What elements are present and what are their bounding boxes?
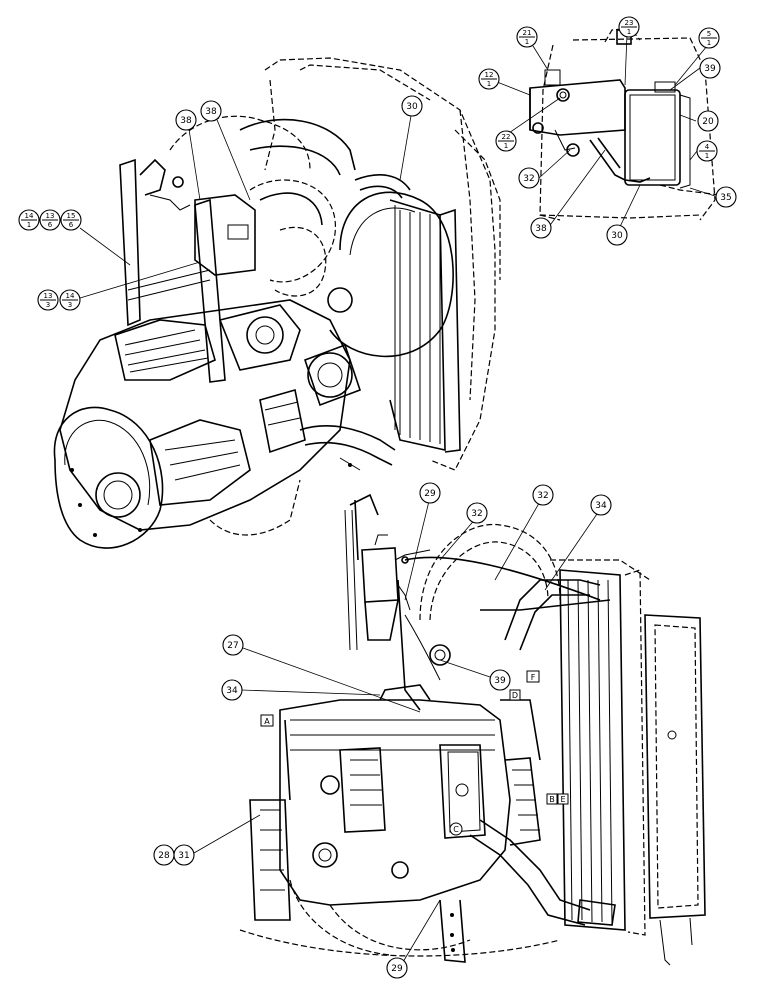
svg-text:1: 1 bbox=[27, 221, 31, 229]
svg-text:38: 38 bbox=[535, 224, 547, 234]
svg-text:1: 1 bbox=[487, 80, 491, 88]
callout-12: 12 1 bbox=[478, 68, 500, 90]
svg-text:32: 32 bbox=[537, 491, 548, 501]
svg-text:3: 3 bbox=[68, 301, 72, 309]
callout-32-inset: 32 bbox=[518, 167, 540, 189]
box-label-c: C bbox=[449, 822, 463, 836]
svg-text:28: 28 bbox=[158, 851, 170, 861]
callout-13-6: 13 6 bbox=[39, 209, 61, 231]
box-label-b-text: B bbox=[549, 795, 555, 804]
svg-text:12: 12 bbox=[485, 71, 494, 79]
svg-text:39: 39 bbox=[704, 64, 716, 74]
svg-text:38: 38 bbox=[180, 116, 192, 126]
svg-text:38: 38 bbox=[205, 107, 217, 117]
box-label-d: D bbox=[509, 689, 521, 701]
callout-15-6: 15 6 bbox=[60, 209, 82, 231]
callout-20: 20 bbox=[697, 110, 719, 132]
svg-text:13: 13 bbox=[46, 212, 55, 220]
svg-text:32: 32 bbox=[523, 174, 534, 184]
svg-text:30: 30 bbox=[406, 102, 418, 112]
callout-34-right: 34 bbox=[590, 494, 612, 516]
svg-text:31: 31 bbox=[178, 851, 189, 861]
callout-28-31: 28 31 bbox=[153, 844, 195, 866]
callout-13-3: 13 3 bbox=[37, 289, 59, 311]
inset-coolant-tank bbox=[529, 27, 721, 221]
callout-38-inset: 38 bbox=[530, 217, 552, 239]
svg-text:13: 13 bbox=[44, 292, 53, 300]
svg-text:35: 35 bbox=[720, 193, 731, 203]
svg-text:27: 27 bbox=[227, 641, 238, 651]
callout-35: 35 bbox=[715, 186, 737, 208]
engine-side-view bbox=[239, 493, 706, 966]
svg-text:29: 29 bbox=[391, 964, 403, 974]
svg-text:23: 23 bbox=[625, 19, 634, 27]
callout-29-top: 29 bbox=[419, 482, 441, 504]
callout-14-3: 14 3 bbox=[59, 289, 81, 311]
box-label-e-text: E bbox=[560, 795, 565, 804]
svg-text:6: 6 bbox=[48, 221, 53, 229]
svg-text:1: 1 bbox=[707, 39, 711, 47]
callout-38-mid: 38 bbox=[200, 100, 222, 122]
callout-32-right: 32 bbox=[532, 484, 554, 506]
svg-text:6: 6 bbox=[69, 221, 74, 229]
svg-text:22: 22 bbox=[502, 133, 511, 141]
svg-text:1: 1 bbox=[705, 152, 709, 160]
callout-32-mid: 32 bbox=[466, 502, 488, 524]
box-label-f: F bbox=[526, 670, 540, 683]
svg-text:21: 21 bbox=[523, 29, 532, 37]
box-label-d-text: D bbox=[512, 691, 518, 700]
callout-34-left: 34 bbox=[221, 679, 243, 701]
callout-14-1: 14 1 bbox=[18, 209, 40, 231]
svg-text:14: 14 bbox=[66, 292, 75, 300]
callout-30-inset: 30 bbox=[606, 224, 628, 246]
box-label-a: A bbox=[260, 714, 274, 727]
callout-39-side: 39 bbox=[489, 669, 511, 691]
leader-lines bbox=[79, 33, 716, 963]
svg-text:14: 14 bbox=[25, 212, 34, 220]
svg-text:1: 1 bbox=[504, 142, 508, 150]
svg-text:34: 34 bbox=[226, 686, 238, 696]
callout-29-bottom: 29 bbox=[386, 957, 408, 979]
box-label-f-text: F bbox=[531, 673, 536, 682]
svg-text:15: 15 bbox=[67, 212, 76, 220]
svg-text:34: 34 bbox=[595, 501, 607, 511]
callout-22: 22 1 bbox=[495, 130, 517, 152]
svg-text:3: 3 bbox=[46, 301, 50, 309]
svg-text:4: 4 bbox=[705, 143, 710, 151]
callout-5: 5 1 bbox=[698, 27, 720, 49]
svg-text:39: 39 bbox=[494, 676, 506, 686]
box-label-e: E bbox=[557, 793, 569, 805]
box-label-b: B bbox=[546, 793, 558, 805]
box-label-a-text: A bbox=[264, 717, 270, 726]
svg-text:5: 5 bbox=[707, 30, 711, 38]
callout-23: 23 1 bbox=[618, 16, 640, 38]
svg-text:30: 30 bbox=[611, 231, 623, 241]
svg-text:32: 32 bbox=[471, 509, 482, 519]
callout-30-right: 30 bbox=[401, 95, 423, 117]
svg-text:1: 1 bbox=[525, 38, 529, 46]
box-label-c-text: C bbox=[453, 825, 459, 834]
callout-27: 27 bbox=[222, 634, 244, 656]
engine-3d-view bbox=[53, 57, 501, 549]
callout-39-inset: 39 bbox=[699, 57, 721, 79]
svg-text:1: 1 bbox=[627, 28, 631, 36]
callout-4: 4 1 bbox=[696, 140, 718, 162]
callout-38-left: 38 bbox=[175, 109, 197, 131]
svg-text:20: 20 bbox=[702, 117, 714, 127]
svg-text:29: 29 bbox=[424, 489, 436, 499]
callout-21: 21 1 bbox=[516, 26, 538, 48]
